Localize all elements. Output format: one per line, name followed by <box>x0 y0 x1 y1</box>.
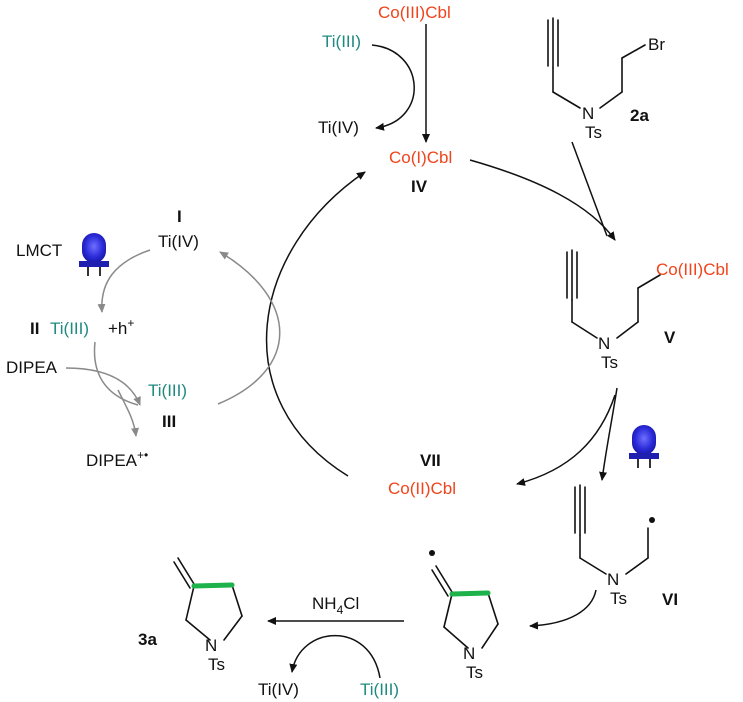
ti3-top-label: Ti(III) <box>322 32 361 51</box>
radical-VI: N Ts VI <box>574 484 678 609</box>
2a-entry-arrow <box>571 141 608 237</box>
dipea-rc-superscript: +• <box>137 448 148 462</box>
blue-led-icon <box>629 425 659 468</box>
nh4cl-label: NH4Cl <box>312 594 359 617</box>
nh4cl-cl: Cl <box>343 594 359 613</box>
bottom-ti-arrow <box>289 634 381 679</box>
2a-n-atom: N <box>582 104 594 123</box>
ti-oxidation-arrow <box>371 44 415 131</box>
2a-ts-group: Ts <box>585 123 602 142</box>
dipea-rc-text: DIPEA <box>86 451 138 470</box>
hole-quench-arrow <box>93 341 139 406</box>
cyclized-radical: N Ts <box>429 550 499 682</box>
hole-superscript: + <box>127 316 134 330</box>
ti3-II-label: Ti(III) <box>50 319 89 338</box>
product-3a: N Ts 3a <box>138 557 243 674</box>
co2-label: Co(II)Cbl <box>388 479 456 498</box>
V-ts-group: Ts <box>601 353 618 372</box>
co3-top-label: Co(III)Cbl <box>378 3 451 22</box>
homolysis-arrow <box>599 387 618 481</box>
3a-n-atom: N <box>205 636 217 655</box>
ti4-I-label: Ti(IV) <box>158 232 199 251</box>
radical-n-atom: N <box>463 644 475 663</box>
nh4cl-subscript: 4 <box>337 603 344 617</box>
VI-ts-group: Ts <box>610 589 627 608</box>
hole-label: +h+ <box>108 316 134 338</box>
hole-h: +h <box>108 319 127 338</box>
nh4cl-nh: NH <box>312 594 337 613</box>
label-V: V <box>664 328 676 347</box>
label-3a: 3a <box>138 630 157 649</box>
dipea-label: DIPEA <box>6 358 58 377</box>
ti-return-arrow <box>217 251 281 405</box>
alkylation-arrow <box>469 159 616 241</box>
VI-n-atom: N <box>607 570 619 589</box>
3a-ts-group: Ts <box>208 655 225 674</box>
cyclization-arrow <box>529 589 597 630</box>
label-2a: 2a <box>630 106 649 125</box>
lmct-arrow <box>97 249 151 313</box>
dipea-oxidation-arrow <box>117 389 139 437</box>
ti4-top-label: Ti(IV) <box>318 118 359 137</box>
blue-led-icon <box>79 233 109 276</box>
co-regeneration-arrow <box>265 171 366 477</box>
label-VI: VI <box>662 590 678 609</box>
co3-V-label: Co(III)Cbl <box>656 260 729 279</box>
dipea-radical-cation-label: DIPEA+• <box>86 448 148 470</box>
label-III: III <box>162 412 176 431</box>
label-I: I <box>177 207 182 226</box>
co1-label: Co(I)Cbl <box>389 148 452 167</box>
ti3-bottom-label: Ti(III) <box>360 680 399 699</box>
V-n-atom: N <box>598 334 610 353</box>
substrate-2a: N Ts Br 2a <box>547 17 665 142</box>
ti4-bottom-label: Ti(IV) <box>258 680 299 699</box>
label-IV: IV <box>411 177 428 196</box>
co2-release-arrow <box>516 394 616 486</box>
2a-br-atom: Br <box>648 35 665 54</box>
label-VII: VII <box>420 451 441 470</box>
dipea-arrow <box>65 367 141 406</box>
ti3-III-label: Ti(III) <box>148 381 187 400</box>
lmct-label: LMCT <box>16 241 62 260</box>
radical-ts-group: Ts <box>466 663 483 682</box>
intermediate-V: N Ts Co(III)Cbl V <box>566 249 729 372</box>
label-II: II <box>30 319 39 338</box>
